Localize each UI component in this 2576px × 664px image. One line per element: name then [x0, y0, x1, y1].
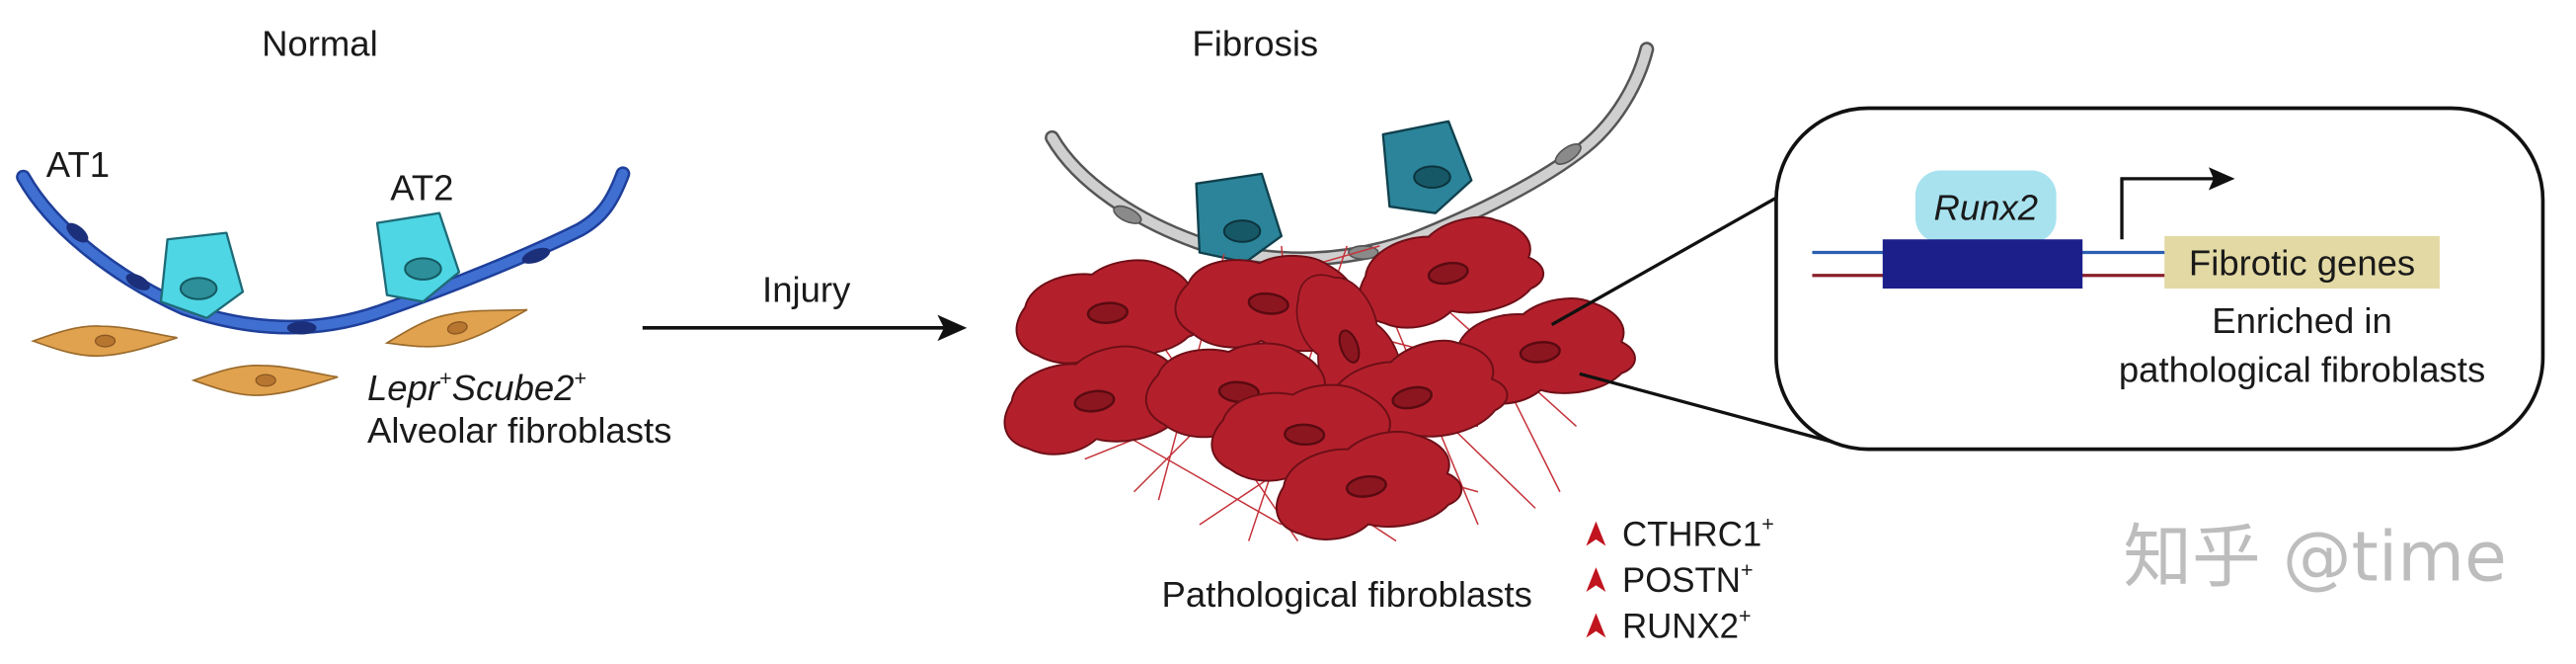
- pathological-label: Pathological fibroblasts: [1162, 574, 1532, 615]
- at2-cell-left: [159, 231, 245, 320]
- at1-label: AT1: [46, 144, 110, 185]
- fibrosis-at1-membrane: [1045, 42, 1655, 267]
- fibrosis-panel: Fibrosis: [994, 23, 1836, 645]
- marker-cthrc1: CTHRC1+: [1586, 512, 1774, 554]
- arrowhead-icon: [2208, 167, 2235, 191]
- fibrotic-genes-box: [2164, 235, 2440, 290]
- injury-label: Injury: [762, 269, 851, 309]
- svg-text:RUNX2+: RUNX2+: [1622, 603, 1752, 645]
- enriched-note-line2: pathological fibroblasts: [2119, 350, 2485, 390]
- up-arrow-icon: [1586, 567, 1606, 592]
- fibrosis-title: Fibrosis: [1192, 23, 1318, 63]
- marker-runx2: RUNX2+: [1586, 603, 1752, 645]
- enriched-note-line1: Enriched in: [2212, 300, 2392, 341]
- normal-panel: Normal AT1 AT2 Lepr+Scube2+ Alveolar fib…: [16, 23, 671, 451]
- injury-arrow: Injury: [642, 269, 968, 342]
- up-arrow-icon: [1586, 613, 1606, 638]
- runx2-bubble: [1914, 170, 2057, 243]
- alveolar-fibroblast-2: [193, 364, 339, 396]
- watermark: 知乎 @time: [2123, 517, 2507, 597]
- fibrosis-at2-cell-left: [1195, 172, 1284, 264]
- at2-label: AT2: [390, 167, 453, 208]
- svg-text:POSTN+: POSTN+: [1622, 557, 1754, 600]
- alveolar-fibroblast-1: [32, 325, 179, 358]
- fibrosis-at2-cell-right: [1381, 120, 1473, 214]
- transcription-arrow: [2120, 177, 2216, 240]
- at2-cell-right: [375, 211, 461, 303]
- fibroblast-label: Alveolar fibroblasts: [367, 410, 671, 451]
- svg-text:CTHRC1+: CTHRC1+: [1622, 512, 1774, 554]
- fibrotic-genes-label: Fibrotic genes: [2189, 243, 2415, 284]
- marker-postn: POSTN+: [1586, 557, 1754, 600]
- normal-title: Normal: [262, 23, 378, 63]
- marker-list: CTHRC1+ POSTN+ RUNX2+: [1586, 512, 1774, 645]
- up-arrow-icon: [1586, 521, 1606, 546]
- runx2-inset: Runx2 Fibrotic genes Enriched in patholo…: [1774, 106, 2545, 452]
- callout-line-top: [1550, 172, 1820, 326]
- at1-membrane: [16, 166, 631, 335]
- runx2-label: Runx2: [1934, 187, 2039, 227]
- callout-line-bottom: [1579, 372, 1836, 445]
- fibroblast-genes: Lepr+Scube2+: [367, 366, 586, 408]
- gene-box: [1882, 239, 2083, 290]
